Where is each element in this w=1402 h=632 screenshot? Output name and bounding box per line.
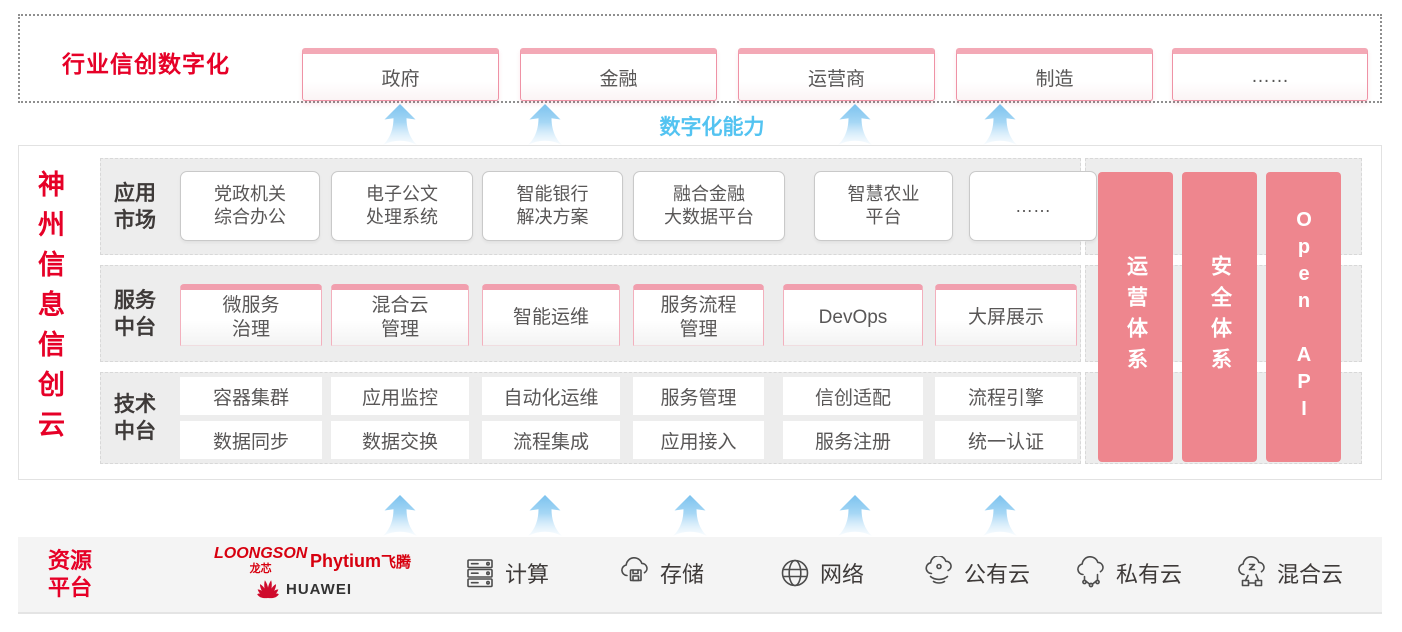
huawei-logo: HUAWEI <box>256 578 352 600</box>
phytium-logo-cn: 飞腾 <box>381 554 412 571</box>
service-row-label: 服务 中台 <box>114 289 156 339</box>
loongson-logo-text: LOONGSON <box>214 545 308 562</box>
resource-item-private-cloud: 私有云 <box>1074 553 1182 593</box>
app-row-label: 应用 市场 <box>114 182 156 232</box>
tech-box-app-access: 应用接入 <box>633 421 764 459</box>
app-box-party-gov-office: 党政机关 综合办公 <box>180 171 320 241</box>
industry-box-more: …… <box>1172 48 1368 101</box>
resource-item-public-cloud: 公有云 <box>922 553 1030 593</box>
industry-band: 行业信创数字化 政府 金融 运营商 制造 …… <box>18 14 1382 103</box>
platform-title: 神州信息信创云 <box>34 170 64 450</box>
pillar-operation-system: 运营体系 <box>1098 172 1173 462</box>
industry-band-title: 行业信创数字化 <box>62 51 230 77</box>
resource-item-hybrid-cloud: 混合云 <box>1235 553 1343 593</box>
up-arrow-icon <box>528 495 562 536</box>
resource-item-label: 私有云 <box>1116 562 1183 587</box>
app-box-smart-agriculture: 智慧农业 平台 <box>814 171 953 241</box>
compute-icon <box>467 559 493 588</box>
up-arrow-icon <box>383 495 417 536</box>
resource-panel <box>18 537 1382 614</box>
up-arrow-icon <box>838 495 872 536</box>
pillar-open-api: Open API <box>1266 172 1341 462</box>
resource-item-label: 网络 <box>820 562 865 587</box>
tech-box-unified-auth: 统一认证 <box>935 421 1077 459</box>
resource-item-compute: 计算 <box>463 553 549 593</box>
svc-box-smart-ops: 智能运维 <box>482 284 620 346</box>
svc-box-hybrid-cloud-mgmt: 混合云 管理 <box>331 284 469 346</box>
svc-box-service-flow: 服务流程 管理 <box>633 284 764 346</box>
svc-box-devops: DevOps <box>783 284 923 346</box>
resource-item-label: 计算 <box>505 562 550 587</box>
resource-item-label: 存储 <box>660 562 705 587</box>
tech-box-auto-ops: 自动化运维 <box>482 377 620 415</box>
loongson-logo: LOONGSON 龙芯 <box>214 545 307 576</box>
industry-box-operator: 运营商 <box>738 48 935 101</box>
huawei-logo-text: HUAWEI <box>286 580 352 598</box>
tech-box-xinchuang-adapt: 信创适配 <box>783 377 923 415</box>
up-arrow-icon <box>528 104 562 145</box>
up-arrow-icon <box>838 104 872 145</box>
tech-box-service-registry: 服务注册 <box>783 421 923 459</box>
loongson-logo-cn: 龙芯 <box>249 563 272 575</box>
app-box-e-document: 电子公文 处理系统 <box>331 171 473 241</box>
industry-box-manufacturing: 制造 <box>956 48 1153 101</box>
digital-capability-label: 数字化能力 <box>659 116 765 139</box>
resource-item-label: 混合云 <box>1277 562 1344 587</box>
industry-box-finance: 金融 <box>520 48 717 101</box>
resource-item-storage: 存储 <box>618 553 704 593</box>
up-arrow-icon <box>983 104 1017 145</box>
tech-box-container-cluster: 容器集群 <box>180 377 322 415</box>
up-arrow-icon <box>383 104 417 145</box>
pillar-security-system: 安全体系 <box>1182 172 1257 462</box>
resource-panel-label: 资源 平台 <box>48 548 93 600</box>
tech-box-app-monitoring: 应用监控 <box>331 377 469 415</box>
svc-box-microservice: 微服务 治理 <box>180 284 322 346</box>
tech-box-data-exchange: 数据交换 <box>331 421 469 459</box>
storage-icon <box>621 557 648 582</box>
tech-row-label: 技术 中台 <box>114 393 156 443</box>
private-cloud-icon <box>1077 556 1104 588</box>
svc-box-big-screen: 大屏展示 <box>935 284 1077 346</box>
app-box-smart-banking: 智能银行 解决方案 <box>482 171 623 241</box>
network-icon <box>781 559 809 587</box>
app-box-more: …… <box>969 171 1097 241</box>
industry-box-government: 政府 <box>302 48 499 101</box>
phytium-logo: Phytium飞腾 <box>310 551 411 572</box>
tech-box-process-engine: 流程引擎 <box>935 377 1077 415</box>
public-cloud-icon <box>925 556 952 584</box>
phytium-logo-text: Phytium <box>310 551 382 571</box>
huawei-flower-icon <box>257 580 279 599</box>
tech-box-service-mgmt: 服务管理 <box>633 377 764 415</box>
resource-item-label: 公有云 <box>964 562 1031 587</box>
up-arrow-icon <box>983 495 1017 536</box>
app-box-finance-bigdata: 融合金融 大数据平台 <box>633 171 785 241</box>
tech-box-data-sync: 数据同步 <box>180 421 322 459</box>
resource-item-network: 网络 <box>778 553 864 593</box>
tech-box-process-integration: 流程集成 <box>482 421 620 459</box>
hybrid-cloud-icon <box>1238 556 1265 587</box>
up-arrow-icon <box>673 495 707 536</box>
